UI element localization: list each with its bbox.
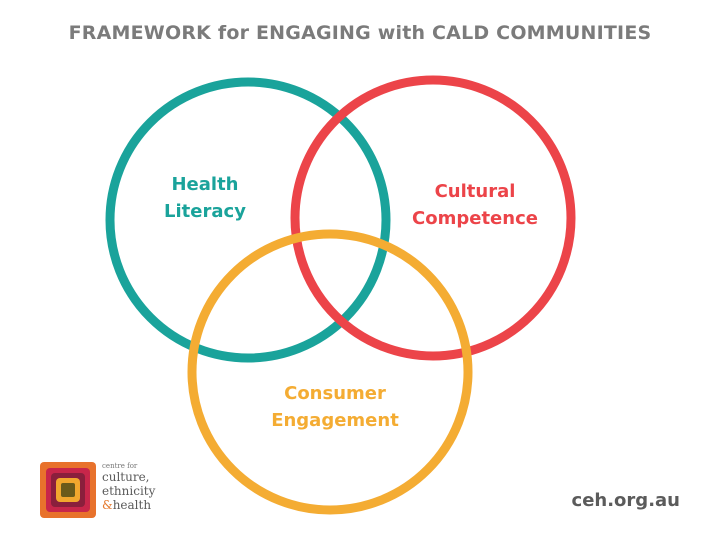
ceh-logo-mark xyxy=(40,462,96,518)
logo-line-culture: culture, xyxy=(102,470,150,484)
label-cultural-competence-line-1: Cultural xyxy=(434,181,516,202)
logo-health-word: health xyxy=(112,498,152,512)
logo-small-text: centre for xyxy=(102,462,138,470)
label-consumer-engagement-line-1: Consumer xyxy=(284,383,386,404)
label-cultural-competence: Cultural Competence xyxy=(393,178,557,232)
diagram-title: FRAMEWORK for ENGAGING with CALD COMMUNI… xyxy=(68,22,652,44)
label-consumer-engagement: Consumer Engagement xyxy=(262,380,408,434)
circle-consumer-engagement xyxy=(187,229,473,515)
circle-cultural-competence xyxy=(290,75,576,361)
circle-health-literacy xyxy=(105,77,391,363)
label-cultural-competence-line-2: Competence xyxy=(412,208,538,229)
label-health-literacy-line-2: Literacy xyxy=(164,201,246,222)
website-link[interactable]: ceh.org.au xyxy=(571,490,680,511)
label-health-literacy: Health Literacy xyxy=(140,171,270,225)
ceh-logo: centre for culture, ethnicity &health xyxy=(40,460,240,520)
logo-line-ethnicity: ethnicity xyxy=(102,484,156,498)
label-consumer-engagement-line-2: Engagement xyxy=(271,410,399,431)
ceh-logo-text: centre for culture, ethnicity &health xyxy=(102,462,155,512)
logo-line-health: &health xyxy=(102,498,155,512)
logo-square-inner xyxy=(61,483,75,497)
label-health-literacy-line-1: Health xyxy=(171,174,239,195)
logo-ampersand: & xyxy=(102,498,113,512)
